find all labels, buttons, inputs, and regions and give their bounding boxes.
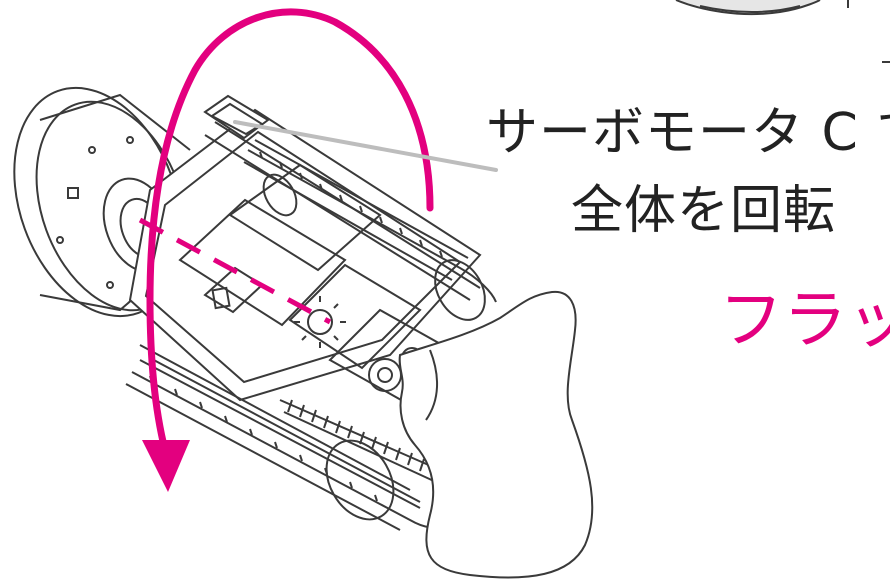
rotation-axis-dashes [140,220,330,322]
gear-train [280,348,440,482]
hand-illustration [400,292,593,578]
corner-device-fragment [676,0,890,62]
callout-leader-line [235,122,496,170]
flip-label-fragment: フラッ [719,284,890,358]
servo-callout-line1: サーボモータ C で [486,103,890,163]
servo-callout-line2: 全体を回転 [571,181,837,241]
rotation-arrow [142,12,430,492]
robot-chassis [130,96,480,502]
track-upper [244,140,496,329]
